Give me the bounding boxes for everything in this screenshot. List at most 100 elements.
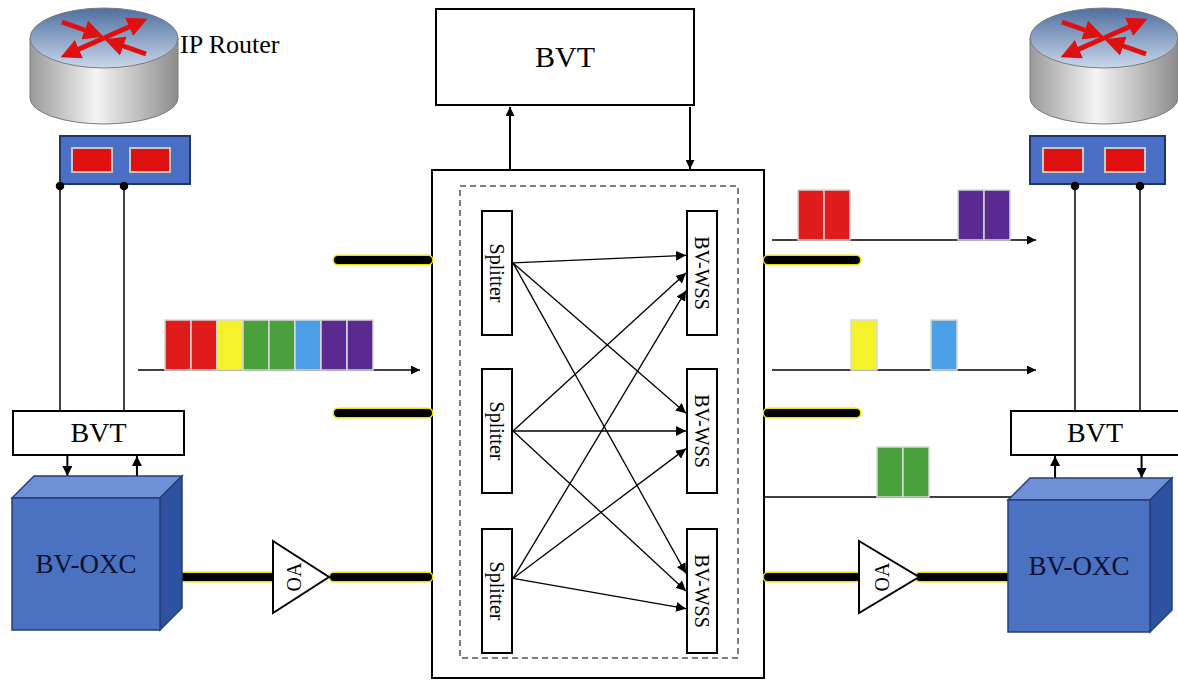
spectrum-slot [798, 190, 824, 240]
arrow-connector [513, 578, 686, 608]
wss-box: BV-WSS [686, 368, 718, 494]
connector-line [513, 273, 686, 431]
fiber-link [920, 577, 1008, 578]
arrow-connector [1055, 456, 1056, 478]
wss-box: BV-WSS [686, 528, 718, 654]
spectrum-slot [217, 320, 243, 370]
fiber-outline [182, 572, 272, 583]
arrow-connector [513, 291, 686, 579]
amplifier-triangle: OA [858, 540, 920, 614]
add-drop-arrow [510, 107, 690, 170]
ip-router-icon [104, 22, 140, 38]
connector-line [136, 456, 138, 476]
spectrum-slot [243, 320, 269, 370]
spectrum-slot [165, 320, 191, 370]
connector-line [1054, 456, 1056, 478]
fiber [334, 260, 856, 577]
arrow-connector [513, 431, 686, 432]
cross-connect-cube: BV-OXC [1008, 478, 1172, 632]
spectrum-slot [851, 320, 877, 370]
splitter-box: Splitter [481, 210, 513, 336]
ip-router-icon [1030, 8, 1178, 68]
wss-box: BV-WSS [686, 210, 718, 336]
node-text: BV-WSS [692, 394, 712, 468]
router-port-card [72, 148, 112, 172]
port-wire [1137, 183, 1144, 190]
arrow-connector [513, 255, 686, 263]
cube-front [12, 498, 160, 630]
switch-housing [432, 170, 764, 678]
spectrum-slot [321, 320, 347, 370]
router-port-card [1105, 148, 1145, 172]
add-drop-arrow [689, 107, 691, 169]
ip-router-icon [112, 42, 146, 54]
spectrum-slot [824, 190, 850, 240]
router-port-card [130, 148, 170, 172]
cube-top [12, 476, 182, 498]
ip-router-icon [1062, 22, 1096, 34]
node-text: Splitter [487, 562, 507, 621]
arrow-connector [1141, 456, 1142, 478]
port-wire [123, 186, 125, 410]
arrow-connector [513, 449, 686, 579]
router-port-card [1043, 148, 1083, 172]
spectrum-slot [165, 190, 1010, 497]
cube-side [1150, 478, 1172, 632]
cross-connect-cube: BV-OXC [12, 476, 182, 630]
node-text: OA [284, 563, 304, 592]
node-text: BV-OXC [1028, 553, 1129, 580]
node-text: BVT [1067, 419, 1123, 447]
ip-router-icon [1030, 8, 1178, 124]
cube-side [160, 476, 182, 630]
fiber [334, 260, 856, 577]
ip-router-icon [1112, 42, 1146, 54]
spectrum-slot [269, 320, 295, 370]
spectrum-slot [984, 190, 1010, 240]
ip-router-icon [1104, 22, 1140, 38]
spectrum-slot [931, 320, 957, 370]
arrow-connector [513, 273, 686, 431]
splitter-box: Splitter [481, 528, 513, 654]
ip-router-icon [30, 8, 178, 68]
node-text: OA [872, 563, 892, 592]
connector-line [513, 291, 686, 579]
spectrum-axis [138, 240, 1036, 497]
port-wire [57, 183, 64, 190]
connector-line [513, 255, 686, 263]
node-text: BV-WSS [692, 554, 712, 628]
node-text: Splitter [487, 402, 507, 461]
port-wire [1072, 183, 1079, 190]
transceiver-box: BVT [1010, 410, 1178, 456]
spectrum-slot [191, 320, 217, 370]
node-text: BVT [535, 42, 595, 72]
add-drop-arrow [509, 107, 511, 170]
amplifier-triangle: OA [272, 540, 330, 614]
spectrum-slot [903, 447, 929, 497]
node-text: Splitter [487, 244, 507, 303]
spectrum-slot [958, 190, 984, 240]
cube-front [1008, 500, 1150, 632]
arrow-connector [513, 263, 686, 413]
fiber [334, 260, 856, 577]
fiber-outline [920, 572, 1008, 583]
node-text: BV-OXC [35, 551, 136, 578]
node-text: BVT [71, 419, 127, 447]
port-wire [121, 183, 128, 190]
switch-housing [460, 186, 738, 658]
fiber-core [182, 573, 272, 581]
switch-housing [432, 170, 764, 678]
fiber [334, 260, 856, 577]
cube-top [1008, 478, 1172, 500]
connector-line [513, 263, 686, 413]
port-wire [1074, 186, 1076, 410]
ip-router-icon [30, 8, 178, 124]
connector-line [1141, 456, 1143, 478]
arrow-connector [67, 456, 68, 476]
router-port-card [60, 136, 190, 184]
spectrum-slot [295, 320, 321, 370]
node-text: BV-WSS [692, 236, 712, 310]
splitter-box: Splitter [481, 368, 513, 494]
icon-label: IP Router [180, 32, 279, 58]
